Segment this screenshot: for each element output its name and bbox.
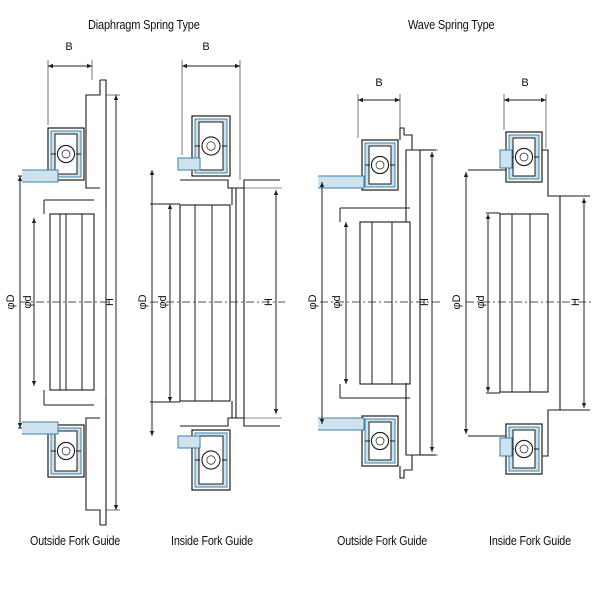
ball — [514, 439, 534, 459]
label-outer-diameter: φD — [451, 294, 463, 309]
label-inner-diameter: φd — [22, 295, 34, 308]
figure-diaphragm-inside-fork-guide: BφD φd H — [137, 41, 285, 491]
bearing-unit — [47, 424, 85, 478]
ball — [370, 431, 390, 451]
caption-inside-fork-guide-2: Inside Fork Guide — [489, 534, 571, 548]
title-wave-spring-type: Wave Spring Type — [408, 18, 495, 32]
label-outer-diameter: φD — [5, 294, 17, 309]
label-width: B — [375, 77, 382, 89]
bearing-unit — [191, 429, 231, 491]
label-width: B — [202, 41, 209, 53]
ball — [514, 147, 534, 167]
bearing-unit — [361, 139, 399, 191]
label-height: H — [263, 298, 275, 306]
label-height: H — [419, 298, 431, 306]
title-diaphragm-spring-type: Diaphragm Spring Type — [88, 18, 200, 32]
ball — [201, 450, 221, 470]
caption-outside-fork-guide-1: Outside Fork Guide — [30, 534, 121, 548]
label-width: B — [521, 77, 528, 89]
ball — [56, 144, 76, 164]
label-outer-diameter: φD — [307, 294, 319, 309]
label-height: H — [104, 298, 116, 306]
ball — [56, 441, 76, 461]
label-width: B — [65, 41, 72, 53]
caption-inside-fork-guide-1: Inside Fork Guide — [171, 534, 253, 548]
label-inner-diameter: φd — [331, 295, 343, 308]
ball — [201, 136, 221, 156]
bearing-unit — [191, 115, 231, 177]
label-inner-diameter: φd — [157, 295, 169, 308]
label-outer-diameter: φD — [137, 294, 149, 309]
bearing-unit — [505, 423, 543, 475]
bearing-unit — [505, 131, 543, 183]
ball — [370, 155, 390, 175]
figure-wave-outside-fork-guide: BφD φd H — [307, 77, 440, 479]
figure-wave-inside-fork-guide: BφD φd H — [451, 77, 592, 475]
bearing-unit — [361, 415, 399, 467]
caption-outside-fork-guide-2: Outside Fork Guide — [337, 534, 428, 548]
label-inner-diameter: φd — [475, 295, 487, 308]
figure-diaphragm-outside-fork-guide: BφD φd H — [5, 41, 120, 526]
label-height: H — [570, 298, 582, 306]
